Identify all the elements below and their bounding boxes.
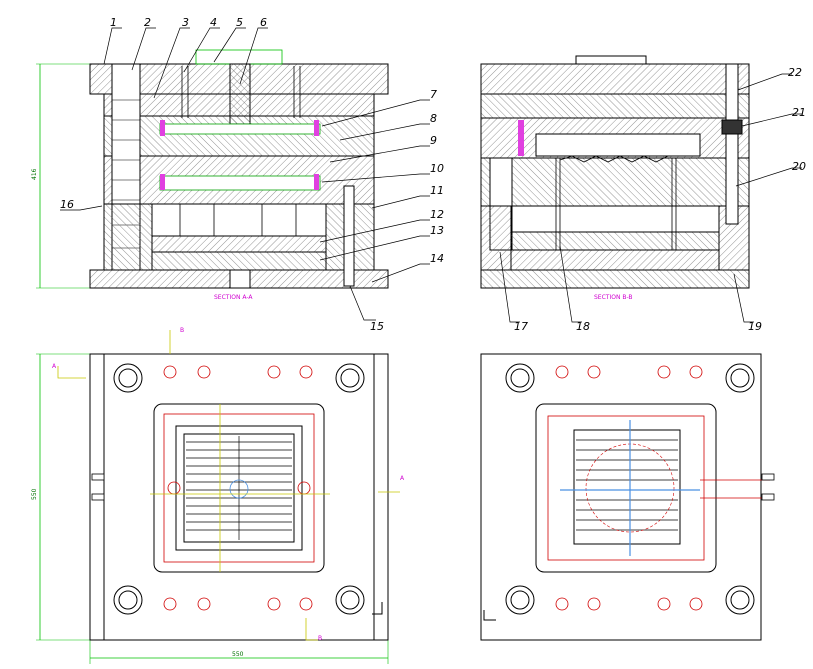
plan-view-right — [480, 353, 775, 641]
part-number-10: 10 — [430, 162, 444, 175]
plan-view-left: 550 550 — [31, 327, 405, 664]
part-number-6: 6 — [260, 16, 267, 29]
part-number-9: 9 — [430, 134, 437, 147]
part-number-15: 15 — [370, 320, 384, 333]
dim-plan-width-label: 550 — [232, 651, 244, 658]
section-a-a-view: 416 — [31, 49, 389, 301]
cut-letter-b-top: B — [180, 327, 184, 334]
cut-letter-b-bottom: B — [318, 635, 322, 642]
part-number-12: 12 — [430, 208, 444, 221]
part-number-5: 5 — [236, 16, 243, 29]
part-number-21: 21 — [792, 106, 806, 119]
section-b-label: SECTION B-B — [594, 294, 633, 301]
cut-letter-a-left: A — [52, 363, 57, 370]
section-a-label: SECTION A-A — [214, 294, 253, 301]
part-number-3: 3 — [182, 16, 189, 29]
part-number-1: 1 — [110, 16, 117, 29]
section-b-b-view: SECTION B-B — [480, 55, 750, 301]
part-number-2: 2 — [144, 16, 151, 29]
part-number-8: 8 — [430, 112, 437, 125]
part-number-19: 19 — [748, 320, 762, 333]
part-number-14: 14 — [430, 252, 444, 265]
part-number-20: 20 — [792, 160, 806, 173]
part-number-4: 4 — [210, 16, 217, 29]
part-number-7: 7 — [430, 88, 437, 101]
dim-height-label: 416 — [31, 168, 38, 180]
part-number-16: 16 — [60, 198, 74, 211]
part-number-11: 11 — [430, 184, 444, 197]
part-number-18: 18 — [576, 320, 590, 333]
part-callouts — [60, 27, 802, 323]
part-number-22: 22 — [788, 66, 802, 79]
part-number-labels: 1 2 3 4 5 6 7 8 9 10 11 12 13 14 15 16 1… — [60, 16, 806, 333]
part-number-13: 13 — [430, 224, 444, 237]
cut-letter-a-right: A — [400, 475, 405, 482]
dim-plan-height-label: 550 — [31, 488, 38, 500]
part-number-17: 17 — [514, 320, 528, 333]
